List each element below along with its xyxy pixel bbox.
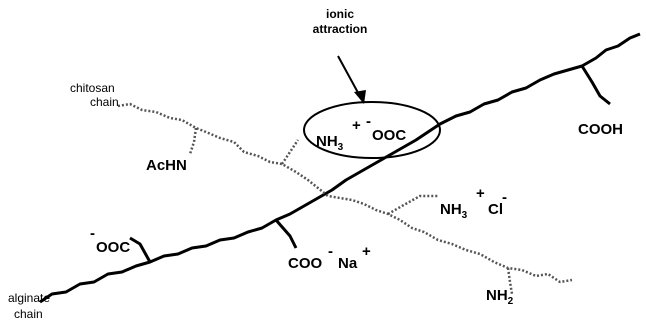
alginate-label-line1: alginate — [8, 291, 50, 305]
ionic-label-line2: attraction — [313, 22, 368, 36]
ooc-label-b: OOC — [96, 239, 130, 256]
chitosan-side-nh2 — [506, 267, 514, 295]
na-plus-sign: + — [362, 243, 371, 260]
alginate-label-line2: chain — [14, 307, 43, 321]
coo-label: COO — [288, 255, 323, 272]
alginate-side-left — [129, 236, 152, 263]
chitosan-chain — [117, 102, 573, 295]
na-label: Na — [338, 255, 358, 272]
alginate-backbone-main — [39, 32, 641, 304]
nh3-plus-sign-b: + — [476, 185, 485, 202]
ionic-label-line1: ionic — [326, 7, 354, 21]
alginate-side-mid — [274, 219, 298, 249]
chitosan-label-line2: chain — [90, 95, 119, 109]
ionic-attraction-ellipse — [303, 101, 441, 159]
achn-label: AcHN — [146, 157, 187, 174]
chitosan-side-achn — [188, 127, 198, 155]
cl-minus-sign: - — [502, 189, 507, 206]
nh3-plus-label-b: NH3 — [440, 201, 468, 221]
ooc-minus-sign-a: - — [366, 113, 371, 130]
nh3-plus-label-a: NH3 — [316, 133, 344, 153]
chitosan-side-nh3-a — [280, 139, 300, 165]
cooh-label: COOH — [578, 121, 623, 138]
chitosan-label-line1: chitosan — [70, 81, 115, 95]
ooc-minus-sign-b: - — [90, 225, 95, 242]
chitosan-side-nh3-b — [387, 194, 438, 216]
alginate-side-right — [580, 65, 611, 106]
ionic-arrow-head — [354, 90, 366, 104]
alginate-chain — [39, 32, 641, 304]
nh2-label: NH2 — [486, 287, 514, 307]
cl-label: Cl — [488, 201, 503, 218]
nh3-plus-sign-a: + — [352, 117, 361, 134]
coo-minus-sign: - — [328, 243, 333, 260]
ooc-label-a: OOC — [372, 127, 406, 144]
